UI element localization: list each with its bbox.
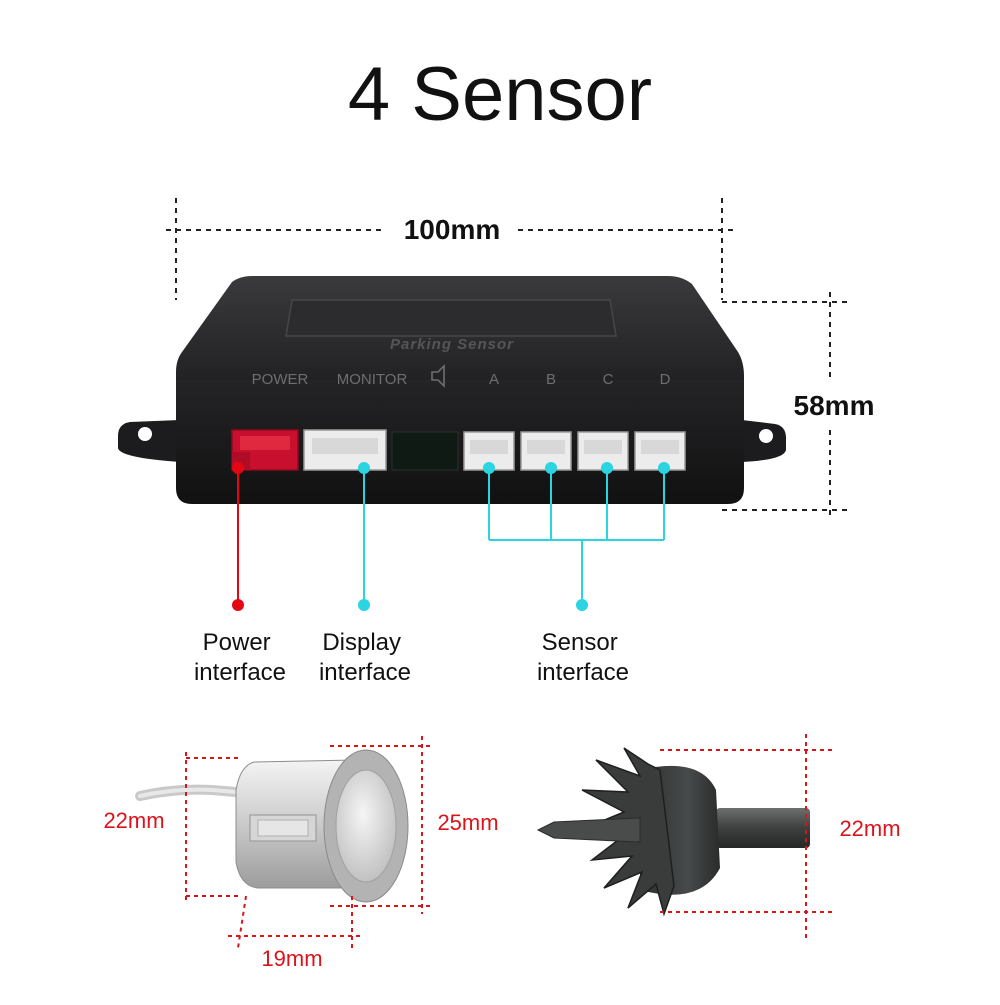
sensor-depth-label: 19mm bbox=[261, 946, 322, 971]
monitor-port bbox=[303, 429, 387, 471]
hole-saw-shaft bbox=[716, 808, 810, 848]
mounting-hole-right bbox=[759, 429, 773, 443]
port-label-c: C bbox=[603, 371, 614, 388]
display-callout-line bbox=[358, 462, 370, 611]
page-title: 4 Sensor bbox=[348, 52, 652, 137]
sensor-face bbox=[335, 769, 397, 883]
port-label-d: D bbox=[660, 371, 671, 388]
sensor-interface-label: Sensor interface bbox=[537, 629, 629, 686]
mounting-tab-left bbox=[118, 420, 180, 462]
width-dimension bbox=[166, 198, 736, 300]
display-interface-label: Display interface bbox=[319, 629, 411, 686]
power-callout-line bbox=[232, 462, 244, 611]
sensor-diameter-label: 25mm bbox=[437, 810, 498, 835]
sensor-port-b bbox=[520, 431, 572, 471]
box-brand-text: Parking Sensor bbox=[390, 336, 514, 353]
sensor-dimension-lines bbox=[185, 736, 432, 949]
height-dimension-label: 58mm bbox=[794, 390, 875, 421]
port-label-b: B bbox=[546, 371, 556, 388]
port-label-power: POWER bbox=[252, 371, 309, 388]
sensor-height-label: 22mm bbox=[103, 808, 164, 833]
box-front-face bbox=[176, 380, 744, 504]
power-port bbox=[231, 429, 299, 471]
sensor-callout-lines bbox=[488, 468, 665, 605]
box-label-panel bbox=[285, 299, 617, 337]
hole-saw-pilot-drill bbox=[536, 817, 641, 843]
mounting-hole-left bbox=[138, 427, 152, 441]
power-interface-label: Power interface bbox=[194, 629, 286, 686]
parking-sensor bbox=[135, 749, 409, 903]
speaker-icon bbox=[431, 364, 445, 388]
sensor-callout-dots bbox=[483, 462, 670, 611]
port-label-a: A bbox=[489, 371, 499, 388]
port-label-monitor: MONITOR bbox=[337, 371, 408, 388]
hole-saw bbox=[536, 747, 810, 917]
width-dimension-label: 100mm bbox=[404, 214, 501, 245]
hole-saw-dimension-lines bbox=[660, 734, 836, 940]
hole-saw-diameter-label: 22mm bbox=[839, 816, 900, 841]
buzzer-socket bbox=[391, 431, 459, 471]
height-dimension bbox=[722, 292, 852, 520]
control-box: Parking Sensor POWER MONITOR A B C D bbox=[118, 276, 786, 504]
sensor-port-d bbox=[634, 431, 686, 471]
